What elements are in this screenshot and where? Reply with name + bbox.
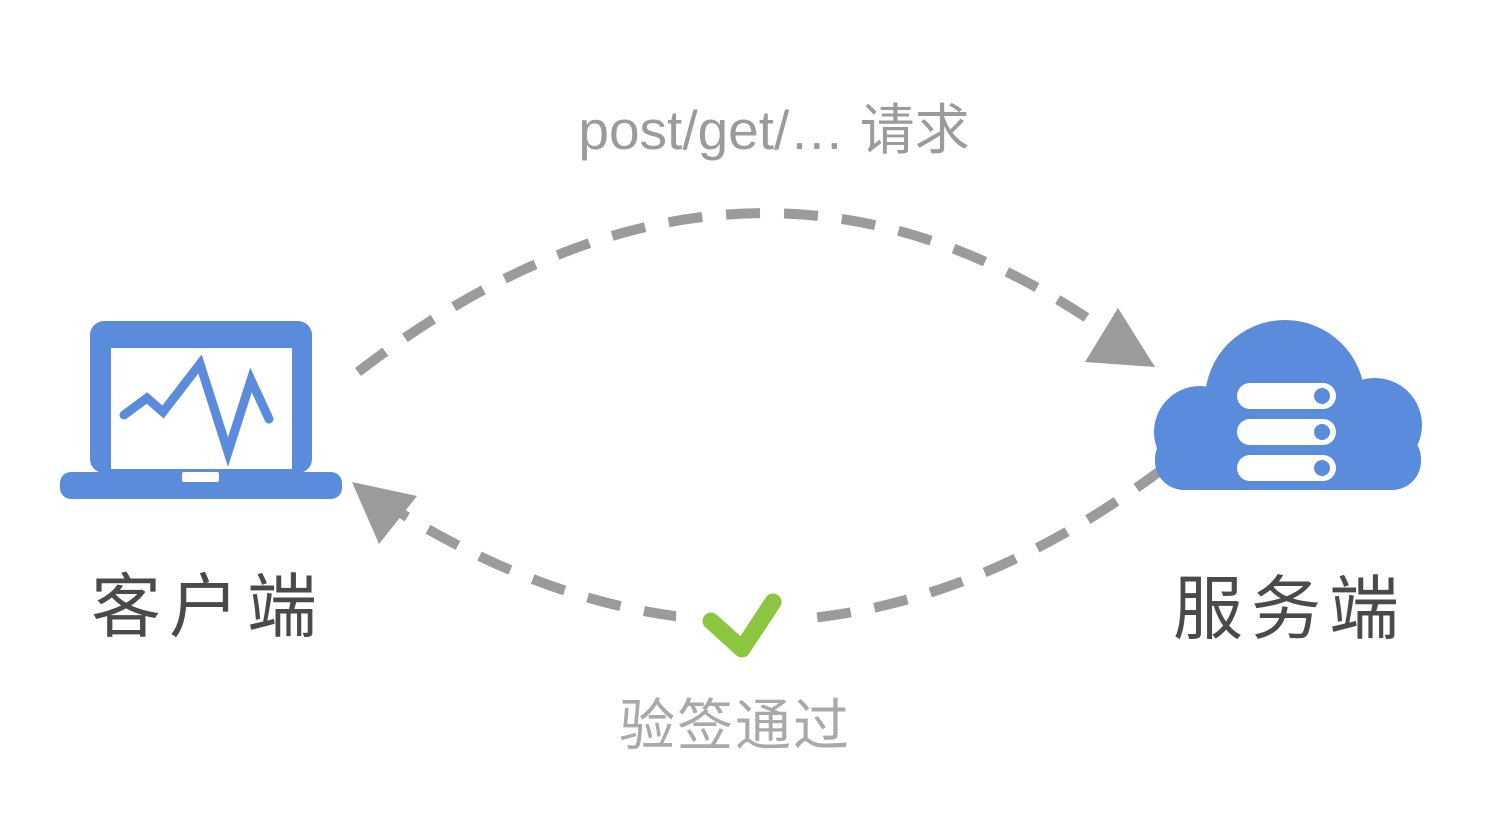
request-dashed-line	[354, 208, 1105, 376]
arrowhead-icon	[1085, 308, 1155, 367]
arrowhead-icon	[352, 482, 417, 544]
request-label: post/get/… 请求	[578, 99, 970, 161]
laptop-base	[60, 472, 342, 499]
server-stack-icon	[1237, 383, 1336, 481]
chart-line-icon	[119, 354, 274, 467]
client-label: 客户端	[91, 568, 325, 646]
laptop-chart-icon	[60, 321, 342, 499]
response-label: 验签通过	[619, 694, 851, 757]
checkmark-halo	[676, 552, 808, 684]
cloud-server-icon	[1154, 320, 1422, 490]
server-label: 服务端	[1173, 570, 1407, 648]
request-arrow	[354, 208, 1155, 376]
checkmark-icon	[702, 593, 782, 658]
response-arrow	[352, 463, 1167, 684]
laptop-base-notch	[182, 472, 219, 482]
